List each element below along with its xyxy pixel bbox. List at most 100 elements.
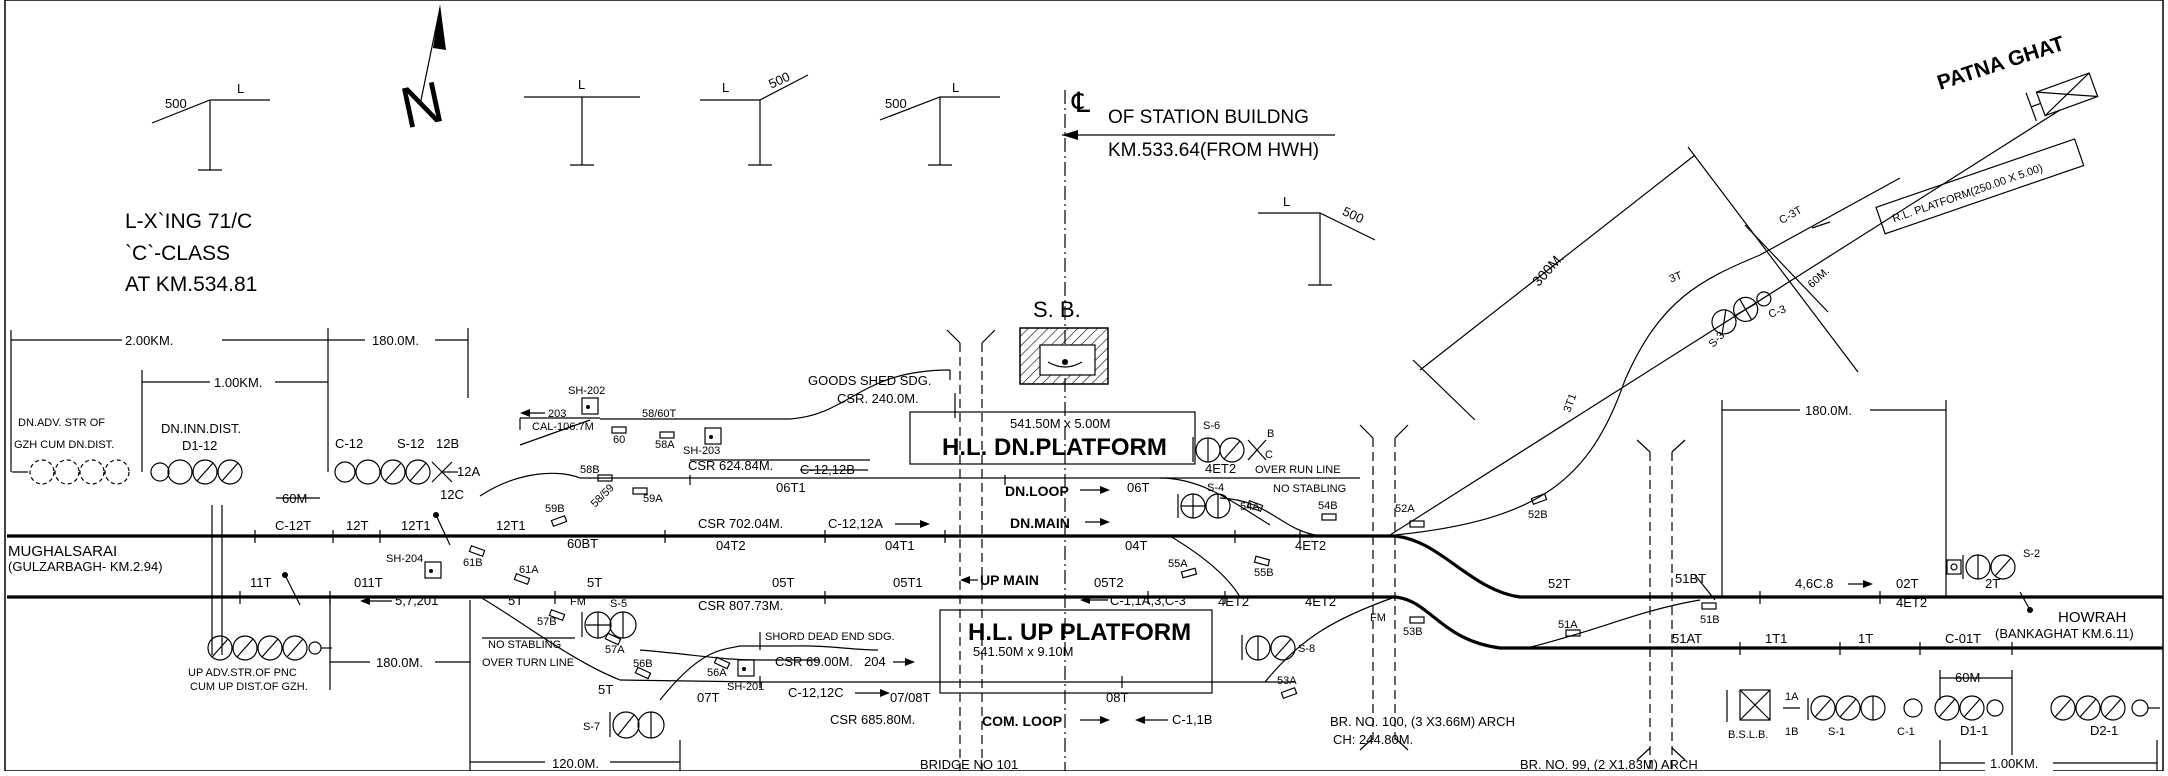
csr-702-label: CSR 702.04M. [698, 516, 783, 531]
signal-c3-label: C-3 [1767, 303, 1788, 320]
circuit-51at: 51AT [1672, 631, 1702, 646]
signal-s7-label: S-7 [583, 721, 600, 733]
signal-s8 [1241, 635, 1296, 661]
dim-60-left-label: 60M [282, 491, 307, 506]
circuit-55t: 4ET2 [1218, 594, 1249, 609]
point-58b: 58B [580, 464, 600, 476]
bslb-label: B.S.L.B. [1728, 729, 1768, 741]
circuit-60bt: 60BT [567, 536, 598, 551]
sh202-label: SH-202 [568, 385, 605, 397]
circuit-1t1: 1T1 [1765, 631, 1787, 646]
point-61b: 61B [463, 557, 483, 569]
circuit-11t: 11T [250, 575, 271, 590]
bslb-box [1726, 689, 1771, 722]
signal-s3 [1711, 291, 1772, 335]
point-53b: 53B [1403, 626, 1423, 638]
station-centerline: ℄ OF STATION BUILDNG KM.533.64(FROM HWH) [1062, 86, 1335, 771]
circuit-12t1: 12T1 [401, 518, 431, 533]
point-57b: 57B [537, 616, 557, 628]
csr-69-label: CSR 69.00M. [775, 654, 853, 669]
dn-platform-label: H.L. DN.PLATFORM [942, 434, 1167, 461]
signal-c12-label: C-12 [335, 436, 363, 451]
point-60: 60 [613, 434, 625, 446]
shord-siding-label: SHORD DEAD END SDG. [765, 631, 895, 643]
track-over-turn-line [639, 649, 820, 661]
lxing-symbol-3: L 500 [700, 69, 809, 166]
circuit-61bt: 12T1 [496, 518, 526, 533]
circuit-07-08t: 07/08T [890, 690, 931, 705]
sh203-label: SH-203 [683, 445, 720, 457]
circuit-2t: 2T [1985, 576, 2000, 591]
rl-platform: R.L. PLATFORM(250.00 X 5.00) [1875, 138, 2085, 235]
dim-180-top-label: 180.0M. [372, 333, 419, 348]
svg-text:N: N [395, 69, 449, 141]
lxing-symbol-1: 500 L [151, 81, 270, 171]
circuit-02t: 02T [1896, 576, 1918, 591]
dim-2km-label: 2.00KM. [125, 333, 173, 348]
signal-up-adv [207, 635, 332, 661]
point-55b: 55B [1254, 567, 1274, 579]
signal-12c-label: 12C [440, 487, 464, 502]
lxing-label-l-4: L [952, 80, 959, 95]
lxing-symbol-4: 500 L [879, 80, 1000, 166]
dn-adv-label-1: DN.ADV. STR OF [18, 417, 105, 429]
bridge-101 [946, 329, 996, 771]
sh201-label: SH-201 [727, 681, 764, 693]
signal-s6-b-label: B [1267, 428, 1274, 440]
signal-s6 [1192, 437, 1267, 463]
signal-d2-1 [2050, 695, 2160, 721]
lxing-km: AT KM.534.81 [125, 273, 257, 296]
north-arrow-icon: N [395, 4, 449, 141]
dn-inn-label-1: DN.INN.DIST. [161, 421, 241, 436]
csr-685-label: CSR 685.80M. [830, 712, 915, 727]
up-adv-label-2: CUM UP DIST.OF GZH. [190, 681, 308, 693]
track-com-loop [479, 596, 1265, 683]
signal-box-cabin: S. B. [1019, 297, 1109, 385]
c1-1b-label: C-1,1B [1172, 712, 1212, 727]
circuit-c12t: C-12T [275, 518, 311, 533]
point-59b: 59B [545, 503, 565, 515]
circuit-011t: 011T [354, 575, 383, 590]
circuit-05t1: 05T1 [893, 575, 923, 590]
signal-s1-c1 [1783, 695, 1923, 721]
circuit-c01t: C-01T [1945, 631, 1981, 646]
c12-12a-label: C-12,12A [828, 516, 883, 531]
signal-12a-label: 12A [457, 464, 480, 479]
signal-s2-label: S-2 [2023, 548, 2040, 560]
dim-1km-bottom-label: 1.00KM. [1990, 756, 2038, 771]
bankaghat-label: (BANKAGHAT KM.6.11) [1995, 626, 2134, 641]
mughalsarai-label: MUGHALSARAI [8, 543, 117, 560]
signal-s12 [334, 459, 458, 485]
signal-s6-label: S-6 [1203, 420, 1220, 432]
signal-12b-label: 12B [436, 436, 459, 451]
patna-ghat-label: PATNA GHAT [1934, 32, 2067, 95]
bridge-99 [1636, 439, 1686, 771]
up-platform-box [939, 609, 1213, 694]
no-stabling-right: NO STABLING [1273, 483, 1346, 495]
point-52a: 52A [1395, 503, 1415, 515]
dim-1km-label: 1.00KM. [214, 375, 262, 390]
dim-120-label: 120.0M. [552, 756, 599, 771]
point-54a: 54A [1240, 501, 1260, 513]
circuit-6t: 4ET2 [1205, 461, 1236, 476]
signal-s4-label: S-4 [1207, 482, 1224, 494]
point-59a: 59A [643, 493, 663, 505]
point-53a: 53A [1277, 675, 1297, 687]
bridge101-label: BRIDGE NO 101 [920, 757, 1018, 771]
signal-s5-label: S-5 [610, 598, 627, 610]
track-main-to-howrah [1394, 595, 2163, 650]
dn-platform-box [909, 411, 1196, 465]
c12-12c-label: C-12,12C [788, 685, 844, 700]
signal-1a-label: 1A [1785, 691, 1799, 703]
circuit-07t: 07T [697, 690, 719, 705]
circuit-04t2: 04T2 [716, 538, 746, 553]
point-fm: FM [570, 596, 586, 608]
no-stabling-left: NO STABLING [488, 639, 561, 651]
signal-s2 [1946, 554, 2016, 580]
dn-adv-label-2: GZH CUM DN.DIST. [14, 439, 114, 451]
sh204-label: SH-204 [386, 553, 423, 565]
circuit-5t: 5T [587, 575, 602, 590]
over-run-label: OVER RUN LINE [1255, 464, 1341, 476]
centerline-title: OF STATION BUILDNG [1108, 107, 1309, 128]
track-shord-siding [659, 645, 879, 701]
